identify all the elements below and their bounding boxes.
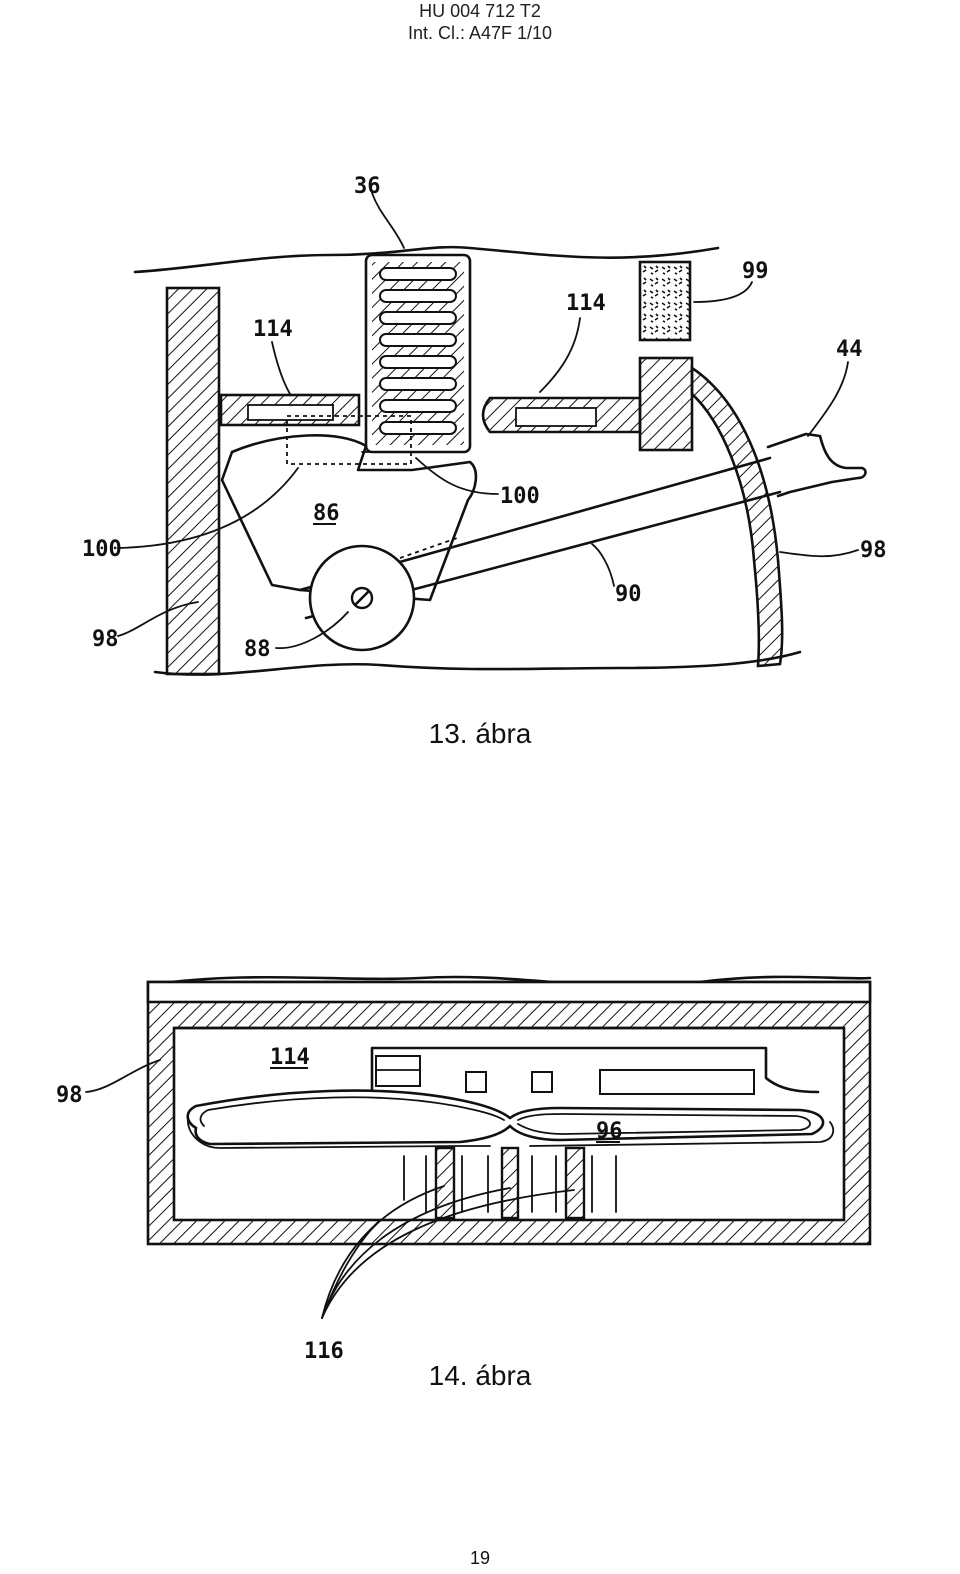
product-stack-36: [364, 253, 472, 454]
handle-44: [766, 432, 867, 498]
shelf-bracket-114: [370, 1046, 820, 1094]
top-wave-line: [133, 245, 720, 274]
label-36: 36: [354, 174, 381, 199]
label-88: 88: [244, 637, 271, 662]
label-44: 44: [836, 337, 863, 362]
figure-14-drawing: 98 114 96 116: [56, 975, 872, 1364]
label-86: 86: [313, 501, 340, 526]
post-116-c: [564, 1146, 586, 1220]
figure-13-drawing: 36 99 114 114 44 100 86 100 98 90 98 88: [82, 174, 887, 676]
curved-wall-98: [690, 365, 784, 668]
label-100-right: 100: [500, 484, 540, 509]
label-114-left: 114: [253, 317, 293, 342]
block-99: [638, 260, 692, 342]
label-100-left: 100: [82, 537, 122, 562]
label-96: 96: [596, 1119, 623, 1144]
label-98-right: 98: [860, 538, 887, 563]
label-114-right: 114: [566, 291, 606, 316]
post-116-b: [500, 1146, 520, 1220]
label-90: 90: [615, 582, 642, 607]
figure-13-caption: 13. ábra: [428, 718, 532, 749]
left-wall-98: [165, 286, 221, 676]
label-99: 99: [742, 259, 769, 284]
blade-96: [186, 1089, 825, 1146]
label-114: 114: [270, 1045, 310, 1070]
label-116: 116: [304, 1339, 344, 1364]
label-98-left: 98: [92, 627, 119, 652]
figure-14-caption: 14. ábra: [428, 1360, 532, 1391]
page-number: 19: [469, 1548, 491, 1568]
bottom-wave-line: [153, 650, 802, 676]
patent-header: HU 004 712 T2 Int. Cl.: A47F 1/10: [0, 0, 960, 44]
patent-number: HU 004 712 T2: [419, 1, 541, 21]
right-block: [638, 356, 694, 452]
classification: Int. Cl.: A47F 1/10: [407, 23, 553, 43]
label-98: 98: [56, 1083, 83, 1108]
